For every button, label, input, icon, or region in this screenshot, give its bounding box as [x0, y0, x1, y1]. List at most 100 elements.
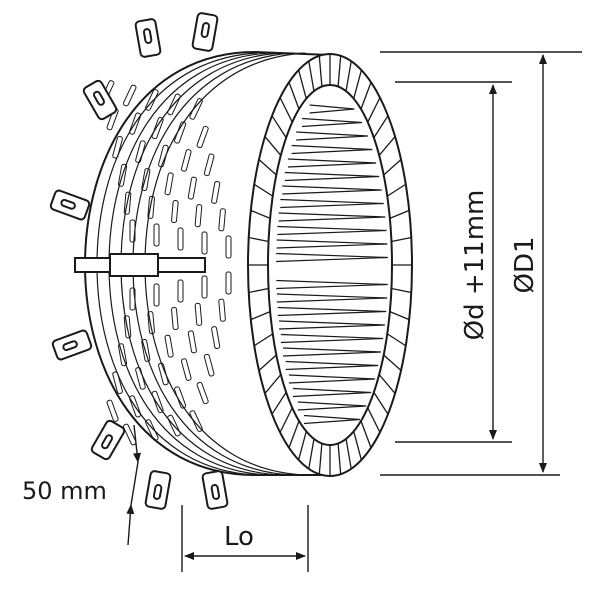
mounting-tab: [51, 329, 93, 361]
ring-tooth: [288, 82, 300, 110]
ring-tooth: [378, 136, 396, 156]
mounting-tab: [82, 79, 118, 121]
ventilation-slot: [194, 204, 203, 228]
ring-tooth: [288, 420, 300, 448]
ventilation-slot: [147, 311, 155, 335]
ring-tooth: [345, 438, 352, 469]
ventilation-slot: [129, 219, 136, 243]
ring-tooth: [279, 407, 293, 433]
ring-tooth: [308, 61, 315, 92]
ventilation-slot: [171, 199, 179, 224]
ventilation-slot: [171, 306, 179, 331]
intumescent-strips: [276, 104, 388, 425]
mounting-tabs: [49, 12, 229, 510]
ventilation-slot: [112, 371, 123, 395]
ventilation-slot: [145, 89, 159, 111]
ring-tooth: [271, 391, 287, 415]
ventilation-slot: [187, 176, 197, 200]
intumescent-strip: [287, 158, 377, 168]
ring-tooth: [386, 183, 407, 197]
ventilation-slot: [117, 163, 128, 187]
ventilation-slot: [135, 367, 146, 390]
ring-tooth: [250, 310, 271, 321]
ventilation-slot: [106, 399, 119, 422]
intumescent-strip: [276, 252, 388, 263]
ventilation-slot: [203, 153, 215, 177]
mounting-tab-hole: [101, 434, 113, 450]
ventilation-slot: [158, 362, 169, 386]
ring-tooth: [386, 333, 407, 347]
mounting-tab-hole: [93, 90, 105, 106]
mounting-tab-plate: [90, 419, 126, 461]
ventilation-slot: [180, 358, 192, 381]
mounting-tab: [134, 18, 162, 58]
ventilation-slot: [196, 381, 209, 405]
ring-tooth: [353, 69, 363, 99]
mounting-tab-plate: [49, 189, 91, 221]
intumescent-strip: [279, 320, 385, 330]
ring-tooth: [391, 287, 412, 294]
ring-tooth: [297, 431, 307, 461]
ring-tooth: [253, 333, 274, 347]
outer-diameter-label: ØD1: [510, 236, 540, 293]
intumescent-strip: [301, 117, 363, 128]
mounting-tab-hole: [200, 22, 211, 38]
ring-tooth: [248, 236, 269, 243]
ventilation-slot: [187, 330, 197, 354]
intumescent-strip: [285, 360, 379, 371]
ring-tooth: [250, 209, 271, 220]
ring-tooth: [389, 310, 410, 321]
ring-tooth: [360, 82, 372, 110]
intumescent-strip: [303, 414, 361, 425]
intumescent-strip: [276, 293, 388, 303]
mounting-tab: [49, 189, 91, 221]
ventilation-slot: [225, 271, 232, 295]
intumescent-strip: [280, 333, 384, 344]
ventilation-slot: [201, 275, 208, 299]
ventilation-slot: [225, 235, 232, 259]
ventilation-slot: [122, 84, 137, 107]
ventilation-slot: [167, 414, 181, 437]
ring-tooth: [367, 407, 381, 433]
ventilation-slot: [117, 343, 128, 367]
intumescent-strip: [277, 225, 387, 236]
ventilation-slot: [123, 315, 132, 339]
ring-tooth: [360, 420, 372, 448]
intumescent-strip: [284, 171, 380, 182]
ring-tooth: [264, 374, 282, 394]
mounting-tab: [90, 419, 126, 461]
ventilation-slot: [129, 395, 142, 418]
collar-latch-clip: [109, 253, 159, 277]
ring-tooth: [353, 431, 363, 461]
ring-tooth: [389, 209, 410, 220]
ventilation-slot: [158, 144, 169, 168]
intumescent-strip: [288, 374, 376, 384]
mounting-tab-hole: [210, 484, 221, 500]
mounting-tab-plate: [134, 18, 162, 58]
intumescent-strip: [280, 198, 384, 209]
ring-tooth: [337, 55, 342, 87]
ventilation-slot: [123, 191, 132, 215]
ventilation-slot: [177, 279, 184, 303]
collar-inner-teeth: [248, 54, 412, 476]
length-label: Lo: [224, 522, 254, 552]
ring-tooth: [258, 354, 277, 371]
ventilation-slot: [177, 227, 184, 251]
ventilation-slot: [174, 386, 187, 409]
collar-slots: [100, 80, 232, 450]
mounting-tab-hole: [142, 28, 153, 44]
inner-diameter-label: Ød +11mm: [460, 190, 490, 341]
ring-tooth: [337, 443, 342, 475]
intumescent-strip: [309, 104, 355, 114]
ring-tooth: [318, 443, 323, 475]
ring-tooth: [248, 287, 269, 294]
ventilation-slot: [129, 287, 136, 311]
ventilation-slot: [180, 149, 192, 172]
ventilation-slot: [135, 140, 146, 163]
intumescent-strip: [296, 131, 368, 141]
ventilation-slot: [194, 302, 203, 326]
ventilation-slot: [189, 410, 203, 432]
collar-front-inner-rim: [267, 84, 393, 446]
intumescent-strip: [278, 212, 386, 222]
